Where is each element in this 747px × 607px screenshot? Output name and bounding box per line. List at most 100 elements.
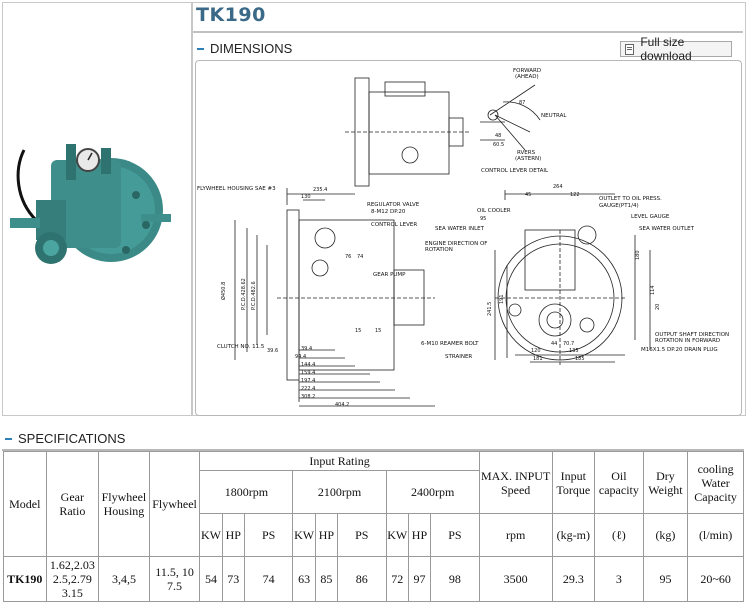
- header-1800rpm: 1800rpm: [199, 470, 294, 514]
- dimensions-heading: DIMENSIONS: [197, 41, 292, 56]
- header-ps: PS: [243, 513, 294, 557]
- label-ahead: (AHEAD): [515, 74, 539, 80]
- dim-value: 181: [533, 356, 543, 362]
- dim-value: 39.4: [301, 346, 312, 352]
- header-max-input-speed: MAX. INPUT Speed: [478, 451, 553, 514]
- label-outlet: OUTLET TO OIL PRESS.: [599, 196, 662, 202]
- label-oil-cooler: OIL COOLER: [477, 208, 511, 214]
- specifications-divider: [2, 449, 744, 451]
- dim-value: 308.2: [301, 394, 315, 400]
- label-reamer-bolt: 6-M10 REAMER BOLT: [421, 341, 479, 347]
- header-oil-capacity: Oil capacity: [594, 451, 644, 514]
- header-unit-torque: (kg-m): [551, 513, 596, 557]
- cell-1800-hp: 73: [221, 556, 245, 602]
- cell-weight: 95: [642, 556, 689, 602]
- label-rotation: ROTATION: [425, 247, 453, 253]
- cell-water: 20~60: [687, 556, 744, 602]
- dim-value: 159.4: [301, 370, 315, 376]
- dim-value: 44: [551, 341, 557, 347]
- dim-value: 264: [553, 184, 563, 190]
- header-dry-weight: Dry Weight: [642, 451, 689, 514]
- dim-value: 235.4: [313, 187, 327, 193]
- header-cooling-water: cooling Water Capacity: [687, 451, 744, 514]
- dimensions-heading-label: DIMENSIONS: [210, 41, 293, 56]
- label-sea-water-inlet: SEA WATER INLET: [435, 226, 485, 232]
- specifications-table: Model Gear Ratio Flywheel Housing Flywhe…: [3, 451, 744, 602]
- label-regulator-size: 8-M12 DP.20: [371, 209, 406, 215]
- dim-value: 241.5: [487, 302, 493, 316]
- label-forward: FORWARD: [513, 68, 541, 74]
- label-astern: (ASTERN): [515, 156, 541, 162]
- header-kw: KW: [199, 513, 223, 557]
- label-output-shaft: OUTPUT SHAFT DIRECTION: [655, 332, 729, 338]
- header-hp: HP: [221, 513, 245, 557]
- cell-1800-kw: 54: [199, 556, 223, 602]
- dim-value: 76: [345, 254, 351, 260]
- dim-value: 60.5: [493, 142, 504, 148]
- cell-oil: 3: [594, 556, 644, 602]
- header-hp: HP: [407, 513, 432, 557]
- dim-value: 114: [650, 285, 656, 295]
- dim-value: 191: [499, 294, 505, 304]
- drawing-lines: [234, 77, 651, 407]
- cell-model: TK190: [3, 556, 47, 602]
- dim-value: P.C.D.482.6: [251, 281, 257, 310]
- dim-value: 185: [575, 356, 585, 362]
- header-model: Model: [3, 451, 47, 557]
- dim-value: 15: [375, 328, 381, 334]
- dim-value: 48: [495, 133, 501, 139]
- dim-value: 20: [655, 304, 661, 310]
- cell-2400-kw: 72: [385, 556, 409, 602]
- cell-1800-ps: 74: [243, 556, 294, 602]
- dim-value: 144.4: [301, 362, 315, 368]
- header-unit-weight: (kg): [642, 513, 689, 557]
- header-2400rpm: 2400rpm: [385, 470, 480, 514]
- dim-value: 70.7: [563, 341, 574, 347]
- cell-gear-ratio: 1.62,2.03 2.5,2.79 3.15: [45, 556, 100, 602]
- label-gear-pump: GEAR PUMP: [373, 272, 406, 278]
- label-control-lever: CONTROL LEVER: [371, 222, 417, 228]
- specifications-heading-label: SPECIFICATIONS: [18, 431, 126, 446]
- dash-icon: [197, 47, 204, 50]
- label-strainer: STRAINER: [445, 354, 472, 360]
- dim-value: 45: [525, 192, 531, 198]
- gearbox-photo: [10, 144, 171, 264]
- header-input-torque: Input Torque: [551, 451, 596, 514]
- cell-torque: 29.3: [551, 556, 596, 602]
- dim-value: 180: [635, 250, 641, 260]
- dimension-drawing: FORWARD (AHEAD) NEUTRAL RVERS (ASTERN) C…: [197, 68, 729, 408]
- dimension-drawing-frame: [195, 60, 742, 416]
- header-input-rating: Input Rating: [199, 451, 480, 471]
- dim-value: 197.4: [301, 378, 315, 384]
- full-size-download-button[interactable]: Full size download: [620, 35, 732, 63]
- dim-value: 87: [519, 100, 525, 106]
- drawing-labels: FORWARD (AHEAD) NEUTRAL RVERS (ASTERN) C…: [197, 68, 729, 360]
- dim-value: 222.4: [301, 386, 315, 392]
- label-drain-plug: M16X1.5 DP.20 DRAIN PLUG: [641, 347, 718, 353]
- header-unit-oil: (ℓ): [594, 513, 644, 557]
- dim-value: 122: [570, 192, 580, 198]
- label-level-gauge: LEVEL GAUGE: [631, 214, 670, 220]
- header-row: Model Gear Ratio Flywheel Housing Flywhe…: [3, 451, 744, 557]
- dim-value: 120: [531, 348, 541, 354]
- header-row: KW HP PS KW HP PS KW HP PS rpm (kg-m) (ℓ…: [4, 513, 744, 557]
- drawing-dimensions: 235.4 130 264 45 122 87 48 60.5 95 39.4 …: [220, 100, 661, 408]
- label-regulator-valve: REGULATOR VALVE: [367, 202, 420, 208]
- header-2100rpm: 2100rpm: [292, 470, 387, 514]
- header-flywheel: Flywheel: [148, 451, 201, 557]
- header-hp: HP: [314, 513, 339, 557]
- dim-value: 39.6: [267, 348, 278, 354]
- dim-value: 135: [569, 348, 579, 354]
- download-label: Full size download: [640, 35, 692, 63]
- header-unit-rpm: rpm: [478, 513, 553, 557]
- header-unit-water: (l/min): [687, 513, 744, 557]
- dim-value: 404.2: [335, 402, 349, 408]
- label-gauge: GAUGE(PT1/4): [599, 203, 639, 209]
- dim-value: 74: [357, 254, 363, 260]
- header-kw: KW: [385, 513, 409, 557]
- dim-value: 94.4: [295, 354, 306, 360]
- label-flywheel-housing: FLYWHEEL HOUSING SAE #3: [197, 186, 276, 192]
- dash-icon: [5, 437, 12, 440]
- header-ps: PS: [337, 513, 387, 557]
- cell-2400-ps: 98: [430, 556, 480, 602]
